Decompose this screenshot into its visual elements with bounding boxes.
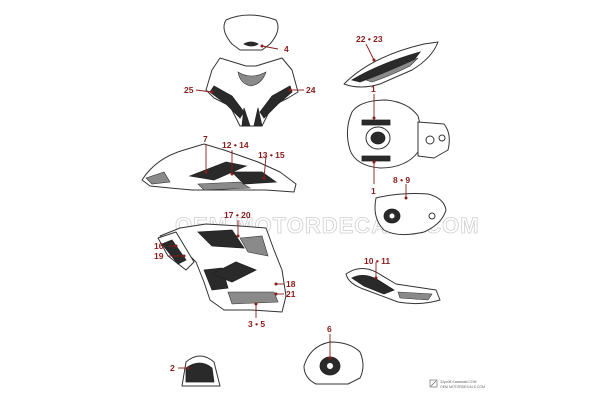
callout-18: 18 — [286, 279, 296, 289]
callout-21: 21 — [286, 289, 296, 299]
callout-6: 6 — [327, 324, 332, 334]
callout-3-5: 3 • 5 — [248, 319, 265, 329]
footer-logo: 32px08 Kawasaki.COM OEM MOTORDECALS.COM — [429, 379, 485, 389]
leader-dots — [174, 44, 408, 370]
rear-hugger-part — [181, 355, 221, 387]
callout-1-bottom: 1 — [371, 186, 376, 196]
callout-16: 16 — [154, 241, 164, 251]
side-fairing-lower-part — [157, 223, 287, 313]
side-cover-part — [374, 193, 447, 236]
callout-19: 19 — [154, 251, 164, 261]
windscreen-part — [223, 14, 279, 51]
callout-13-15: 13 • 15 — [258, 150, 285, 160]
callout-25: 25 — [184, 85, 194, 95]
callout-22-23: 22 • 23 — [356, 34, 383, 44]
callout-10-11: 10 • 11 — [364, 256, 390, 266]
footer-line-1: 32px08 Kawasaki.COM — [440, 380, 477, 384]
side-fairing-upper-part — [141, 143, 297, 193]
tail-cowl-part — [343, 41, 439, 88]
callout-24: 24 — [306, 85, 316, 95]
upper-fairing-part — [205, 57, 299, 127]
callout-12-14: 12 • 14 — [222, 140, 249, 150]
callout-1-top: 1 — [371, 84, 376, 94]
callout-17-20: 17 • 20 — [224, 210, 251, 220]
lower-cowl-part — [345, 268, 441, 305]
callout-2: 2 — [170, 363, 175, 373]
footer-line-2: OEM MOTORDECALS.COM — [440, 385, 485, 389]
callout-7: 7 — [203, 134, 208, 144]
callout-4: 4 — [284, 44, 289, 54]
seat-cowl-part — [303, 341, 364, 385]
fuel-tank-part — [346, 99, 450, 169]
callout-8-9: 8 • 9 — [393, 175, 410, 185]
